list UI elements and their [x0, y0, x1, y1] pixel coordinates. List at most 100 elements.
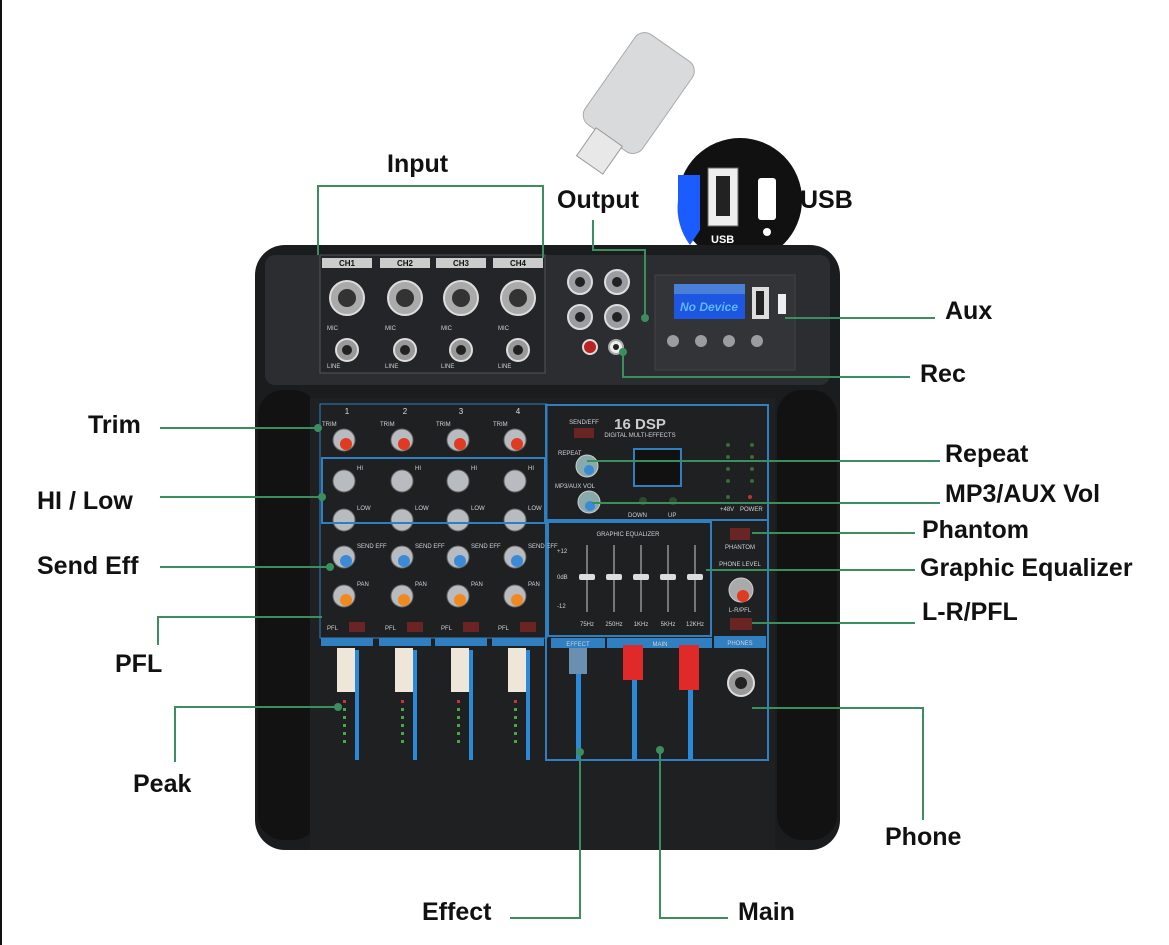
geq-slider[interactable]: [579, 574, 595, 580]
phones-section-label: PHONES: [727, 641, 752, 647]
main-section-label: MAIN: [653, 642, 668, 648]
pfl-button[interactable]: [407, 622, 423, 632]
phantom-label: PHANTOM: [725, 545, 755, 551]
hi-eq-knob[interactable]: [446, 469, 470, 493]
callout-phantom: Phantom: [922, 516, 1029, 544]
usb-stick-icon: [575, 32, 695, 175]
geq-band-label: 75Hz: [580, 622, 594, 628]
low-label: LOW: [357, 506, 371, 512]
effect-section-label: EFFECT: [566, 642, 590, 648]
power-label: POWER: [740, 507, 763, 513]
pan-label: PAN: [471, 582, 483, 588]
trim-label: TRIM: [436, 422, 451, 428]
geq-band-label: 1KHz: [634, 622, 649, 628]
low-label: LOW: [415, 506, 429, 512]
pfl-label: PFL: [441, 626, 453, 632]
line-label: LINE: [327, 364, 340, 370]
pfl-label: PFL: [327, 626, 339, 632]
channel-fader[interactable]: [508, 648, 526, 692]
send-eff-label: SEND EFF: [528, 544, 558, 550]
mic-label: MIC: [385, 326, 397, 332]
callout-effect: Effect: [422, 898, 492, 926]
channel-fader[interactable]: [451, 648, 469, 692]
hi-eq-knob[interactable]: [503, 469, 527, 493]
channel-number: 4: [516, 407, 521, 416]
callout-mp3-aux-vol: MP3/AUX Vol: [945, 480, 1101, 508]
hi-eq-knob[interactable]: [390, 469, 414, 493]
control-panel: [310, 398, 775, 850]
mic-label: MIC: [327, 326, 339, 332]
hi-label: HI: [415, 466, 421, 472]
lr-pfl-label: L-R/PFL: [729, 608, 752, 614]
channel-fader[interactable]: [337, 648, 355, 692]
line-label: LINE: [385, 364, 398, 370]
channel-label: CH1: [339, 259, 356, 268]
low-label: LOW: [528, 506, 542, 512]
mp3-aux-vol-label: MP3/AUX VOL: [555, 484, 596, 490]
hi-eq-knob[interactable]: [332, 469, 356, 493]
send-eff-label: SEND/EFF: [569, 420, 599, 426]
geq-band-label: 5KHz: [661, 622, 676, 628]
mic-label: MIC: [441, 326, 453, 332]
hi-label: HI: [528, 466, 534, 472]
low-eq-knob[interactable]: [390, 508, 414, 532]
channel-label: CH2: [397, 259, 414, 268]
callout-input: Input: [387, 150, 449, 178]
pfl-label: PFL: [498, 626, 510, 632]
plus48v-label: +48V: [720, 507, 734, 513]
callout-pfl: PFL: [115, 650, 163, 678]
geq-slider[interactable]: [606, 574, 622, 580]
pan-label: PAN: [357, 582, 369, 588]
channel-label: CH3: [453, 259, 470, 268]
pfl-button[interactable]: [463, 622, 479, 632]
geq-slider[interactable]: [687, 574, 703, 580]
geq-band-label: 250Hz: [605, 622, 622, 628]
line-label: LINE: [498, 364, 511, 370]
low-eq-knob[interactable]: [503, 508, 527, 532]
callout-aux: Aux: [945, 297, 993, 325]
line-label: LINE: [441, 364, 454, 370]
low-label: LOW: [471, 506, 485, 512]
phone-level-label: PHONE LEVEL: [719, 562, 761, 568]
callout-graphic-equalizer: Graphic Equalizer: [920, 554, 1133, 582]
callout-hi-low: HI / Low: [37, 487, 133, 515]
mic-label: MIC: [498, 326, 510, 332]
hi-label: HI: [471, 466, 477, 472]
channel-fader[interactable]: [395, 648, 413, 692]
geq-title: GRAPHIC EQUALIZER: [596, 532, 660, 538]
pan-label: PAN: [528, 582, 540, 588]
pfl-button[interactable]: [520, 622, 536, 632]
low-eq-knob[interactable]: [332, 508, 356, 532]
callout-phone: Phone: [885, 823, 962, 851]
pfl-button[interactable]: [349, 622, 365, 632]
callout-rec: Rec: [920, 360, 966, 388]
geq-band-label: 12KHz: [686, 622, 704, 628]
geq-slider[interactable]: [633, 574, 649, 580]
channel-number: 1: [345, 407, 350, 416]
pfl-label: PFL: [385, 626, 397, 632]
callout-trim: Trim: [88, 411, 141, 439]
display-text: No Device: [680, 300, 738, 314]
down-label: DOWN: [628, 513, 647, 519]
channel-number: 2: [403, 407, 408, 416]
usb-port-inset: USB: [677, 138, 802, 262]
callout-usb: USB: [800, 186, 853, 214]
callout-send-eff: Send Eff: [37, 552, 139, 580]
geq-mid-label: 0dB: [557, 575, 568, 581]
usb-badge: USB: [711, 234, 734, 246]
callout-repeat: Repeat: [945, 440, 1029, 468]
send-eff-label: SEND EFF: [415, 544, 445, 550]
low-eq-knob[interactable]: [446, 508, 470, 532]
trim-label: TRIM: [322, 422, 337, 428]
geq-bottom-label: -12: [557, 604, 566, 610]
pan-label: PAN: [415, 582, 427, 588]
geq-slider[interactable]: [660, 574, 676, 580]
send-eff-label: SEND EFF: [471, 544, 501, 550]
callout-peak: Peak: [133, 770, 192, 798]
channel-label: CH4: [510, 259, 527, 268]
send-eff-label: SEND EFF: [357, 544, 387, 550]
leader-lines: [157, 185, 940, 919]
dsp-logo: 16 DSP: [614, 416, 666, 433]
trim-label: TRIM: [380, 422, 395, 428]
